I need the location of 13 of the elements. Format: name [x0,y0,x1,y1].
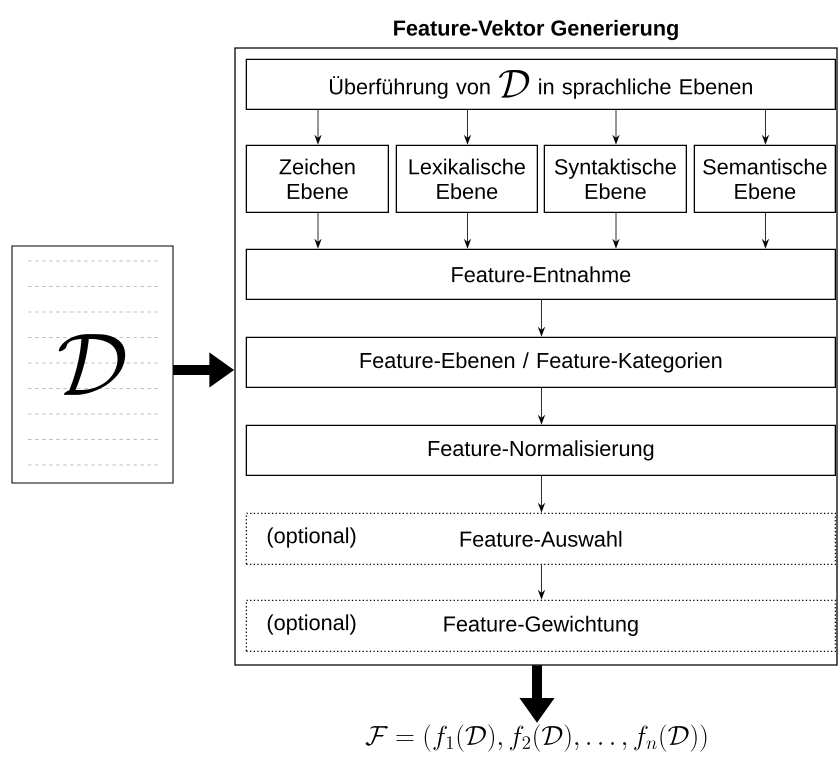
process-box: Feature-Normalisierung [246,424,836,476]
process-box: Semantische Ebene [694,144,836,213]
process-box: Zeichen Ebene [246,144,389,213]
process-box: Lexikalische Ebene [396,144,538,213]
formula: $\mathcal{F} = \bigl(f_1(\mathcal{D}), f_2(\mathcal{D}), \ldots, f_n(\mathcal{D})\bigr)$ [366,724,706,752]
process-box: Syntaktische Ebene [544,144,687,213]
document-drawing: $\mathcal{D}$ [11,245,174,484]
optional-label: (optional) [268,614,356,635]
process-box: Feature-Ebenen / Feature-Kategorien [246,336,836,388]
process-box: Überführung von $\mathcal{D}$ in sprachliche Ebenen [246,58,836,110]
process-box: Feature-Entnahme [246,248,836,300]
optional-label: (optional) [268,527,356,548]
heading: Feature-Vektor Generierung [394,20,678,40]
